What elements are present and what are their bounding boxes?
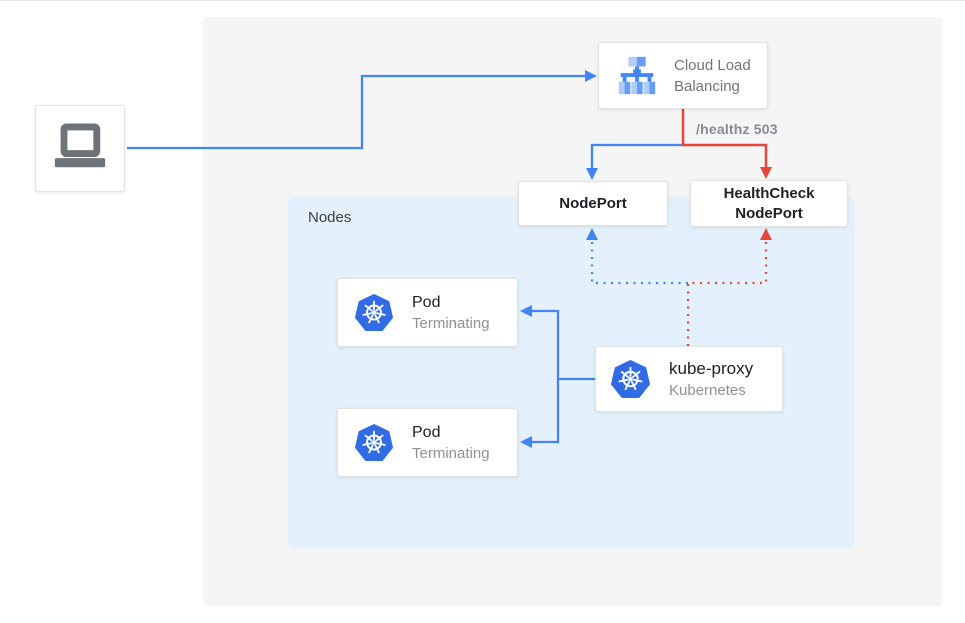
cloud-load-balancing-label: Cloud Load Balancing: [674, 56, 751, 95]
top-divider: [0, 0, 965, 1]
nodes-group-label: Nodes: [308, 209, 352, 226]
healthz-annotation: /healthz 503: [696, 121, 778, 137]
pod-status: Terminating: [412, 444, 490, 462]
pod-title: Pod: [412, 293, 441, 311]
healthcheck-nodeport-node: HealthCheck NodePort: [690, 180, 848, 227]
cloud-load-balancing-icon: [615, 56, 659, 96]
pod-status: Terminating: [412, 314, 490, 332]
pod-2-node: Pod Terminating: [337, 408, 518, 477]
kubernetes-icon: [355, 423, 393, 462]
cloud-load-balancing-node: Cloud Load Balancing: [598, 42, 768, 109]
kubernetes-icon: [611, 359, 650, 399]
nodeport-node: NodePort: [518, 181, 668, 226]
kube-proxy-node: kube-proxy Kubernetes: [595, 346, 783, 412]
kube-proxy-subtitle: Kubernetes: [669, 381, 746, 399]
kube-proxy-title: kube-proxy: [669, 358, 754, 378]
healthcheck-nodeport-label: HealthCheck NodePort: [723, 184, 815, 222]
client-node: [35, 105, 125, 192]
pod-title: Pod: [412, 423, 441, 441]
kubernetes-icon: [355, 293, 393, 332]
laptop-icon: [45, 117, 115, 181]
nodeport-label: NodePort: [559, 195, 627, 212]
pod-1-node: Pod Terminating: [337, 278, 518, 347]
